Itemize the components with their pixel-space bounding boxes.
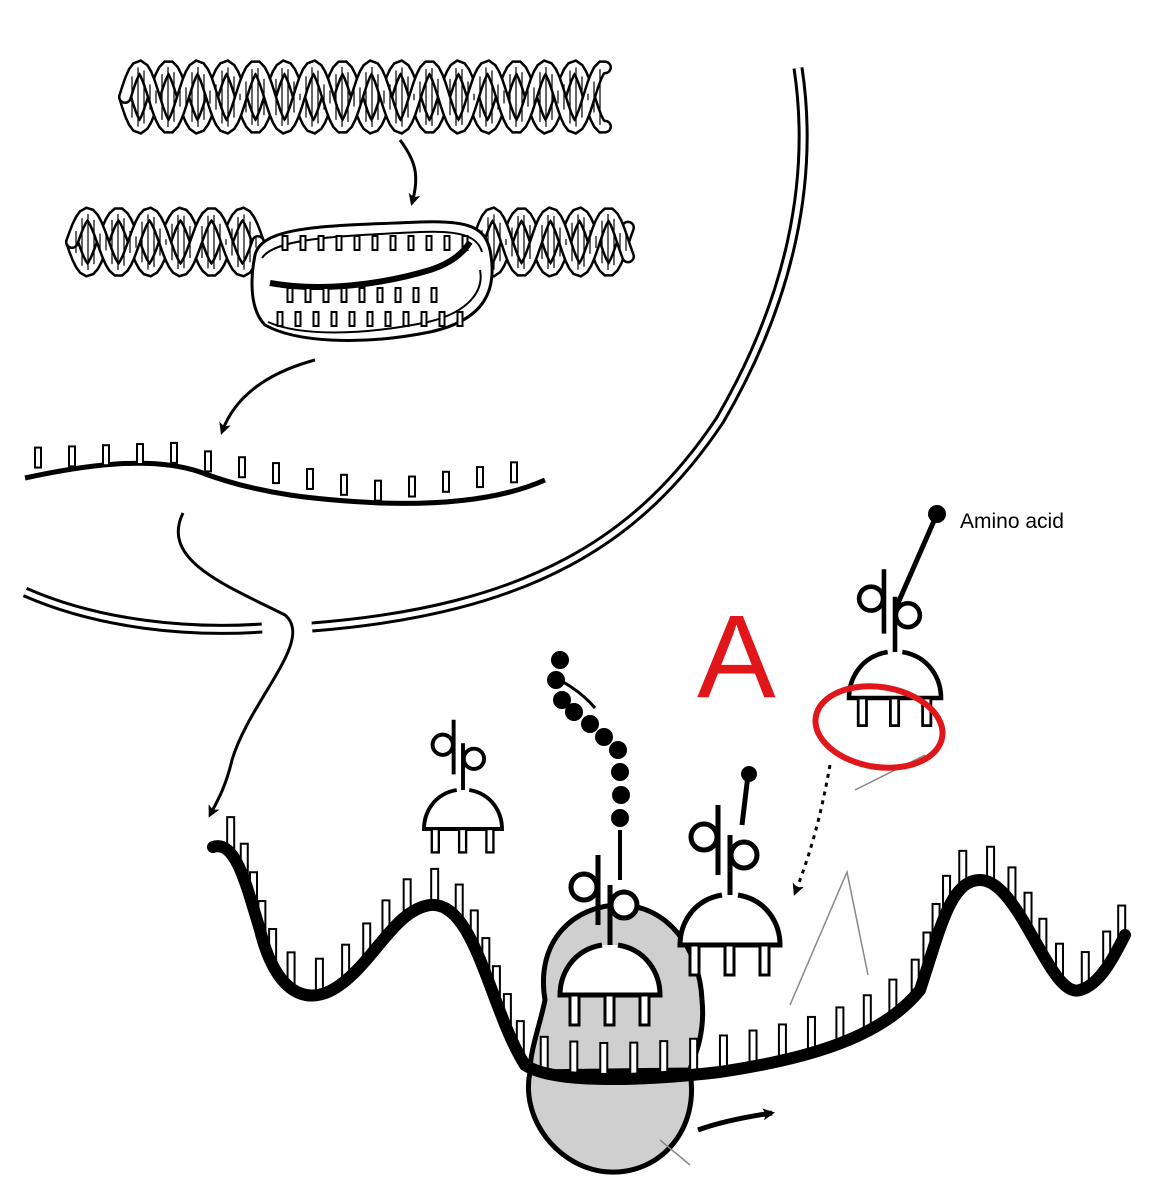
trna-incoming <box>849 505 946 726</box>
arrow-mrna-exit <box>176 512 295 818</box>
nuclear-envelope <box>22 67 809 635</box>
mrna-ribosome-backbone <box>207 840 1131 1086</box>
ribosome-small-subunit <box>526 1069 694 1175</box>
dna-base-pairs <box>131 67 601 127</box>
dna-strand-2-inner <box>120 61 610 133</box>
faint-guide-lines <box>659 754 926 1166</box>
trna-free-left <box>422 717 504 855</box>
arrow-trna-incoming <box>792 764 832 896</box>
template-top-bases <box>281 235 469 251</box>
mrna-bases <box>34 441 518 502</box>
growing-mrna-bases <box>286 287 438 303</box>
mrna-backbone <box>24 460 547 506</box>
template-bottom-bases <box>276 311 464 327</box>
arrow-to-mrna <box>219 358 316 435</box>
marker-label-A: A <box>697 591 776 723</box>
growing-mrna <box>269 240 473 290</box>
arrow-dna-to-unwinding <box>398 139 421 206</box>
dna-strand-1-inner <box>120 61 610 133</box>
transcription-bubble <box>250 220 494 342</box>
amino-acid-chain <box>547 651 630 880</box>
anticodon-highlight-circle <box>812 683 946 771</box>
amino-acid-dot <box>928 505 946 523</box>
arrow-ribosome-direction <box>697 1108 775 1133</box>
dna-double-helix <box>118 59 612 135</box>
unwinding-dna <box>65 206 635 342</box>
amino-acid-label: Amino acid <box>960 510 1064 533</box>
mrna-strand <box>24 441 547 506</box>
mrna-on-ribosome <box>207 816 1131 1086</box>
trna-on-ribosome-2 <box>680 766 780 975</box>
unwinding-right-strand-inner <box>67 209 633 275</box>
